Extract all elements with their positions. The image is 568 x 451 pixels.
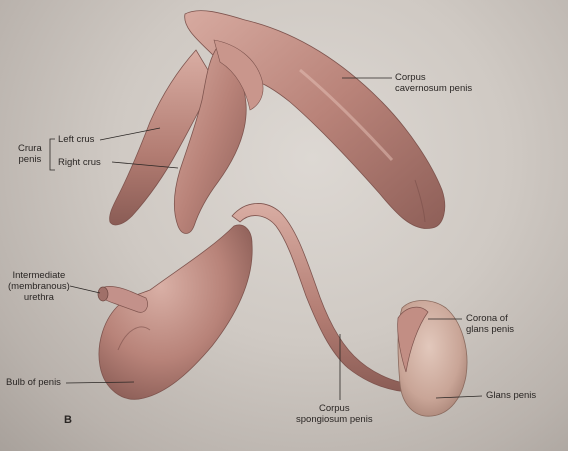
corpus-spongiosum-shape (232, 203, 412, 392)
corona-label: Corona of glans penis (466, 313, 514, 335)
left-crus-label: Left crus (58, 134, 94, 145)
intermediate-urethra-label: Intermediate (membranous) urethra (8, 270, 70, 303)
bulb-shape (99, 225, 252, 399)
bulb-label: Bulb of penis (6, 377, 61, 388)
corpus-cavernosum-label: Corpus cavernosum penis (395, 72, 472, 94)
panel-letter: B (64, 414, 72, 426)
crura-label: Crura penis (18, 143, 42, 165)
glans-label: Glans penis (486, 390, 536, 401)
corpus-spongiosum-label: Corpus spongiosum penis (296, 403, 373, 425)
right-crus-label: Right crus (58, 157, 101, 168)
